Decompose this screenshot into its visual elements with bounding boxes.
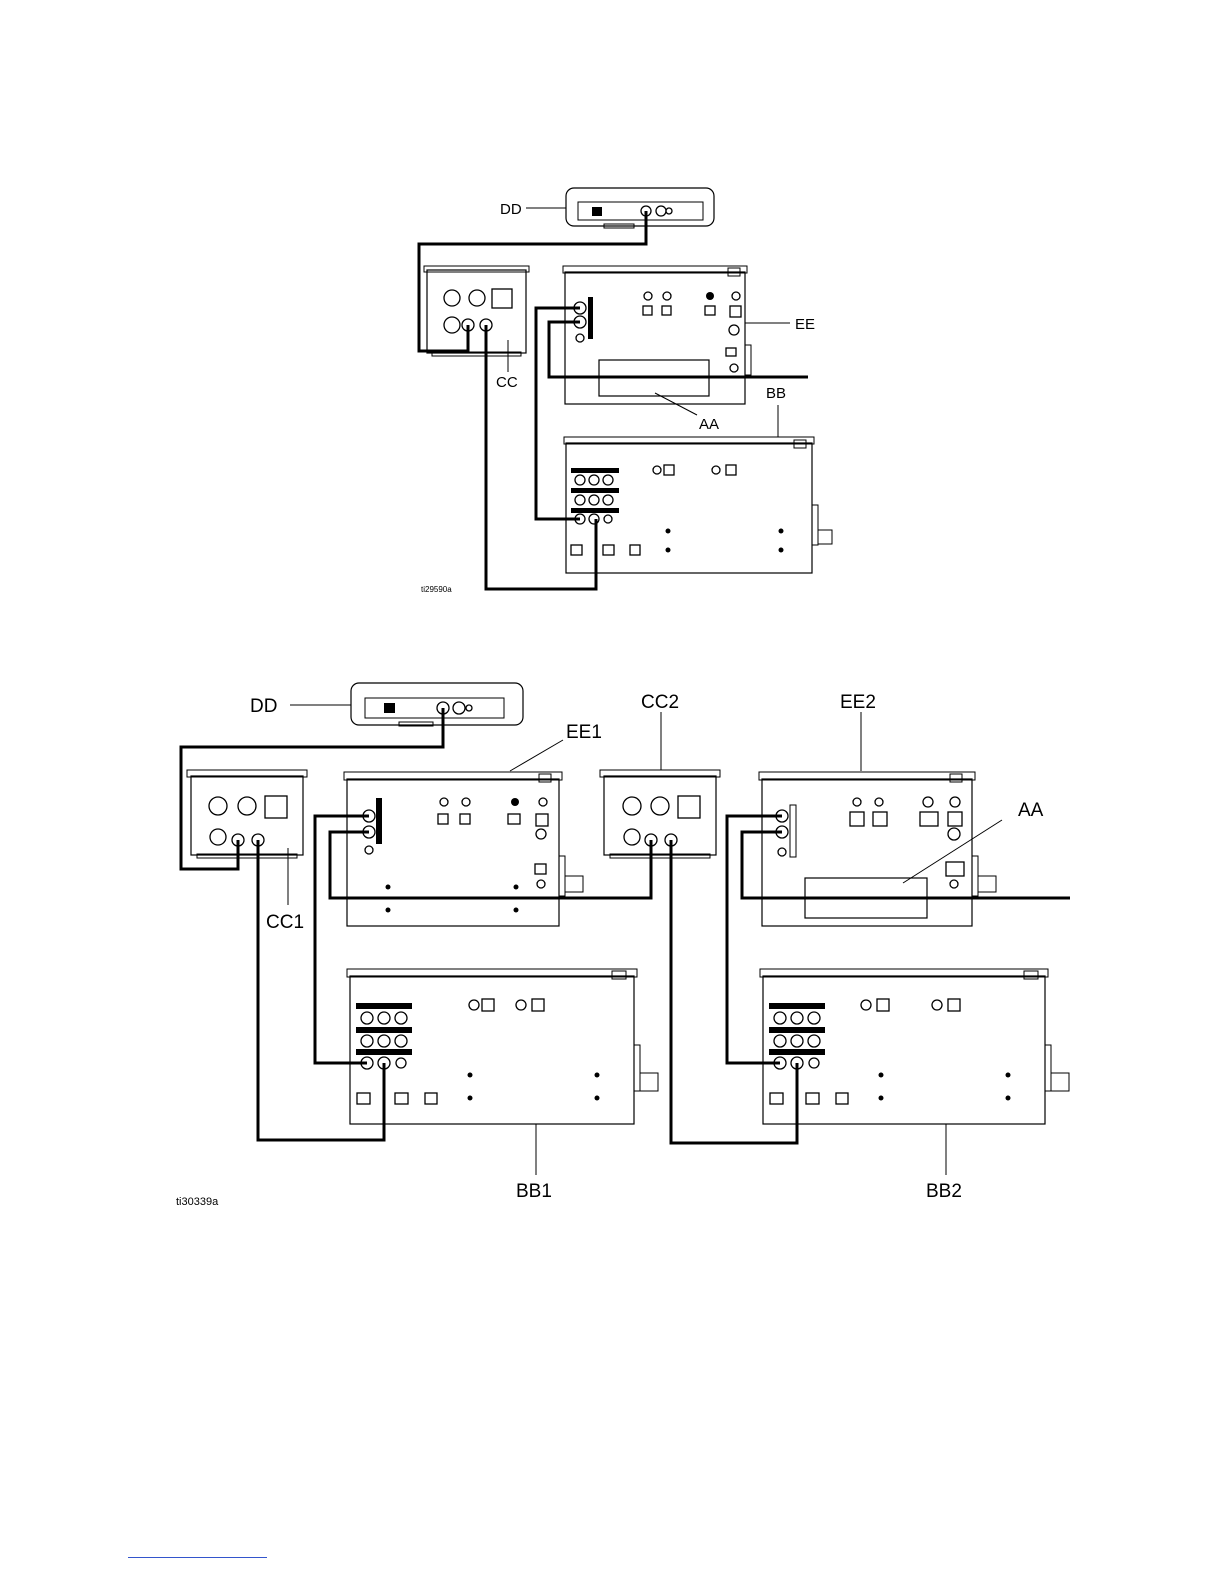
label-bb2: BB2 — [926, 1181, 962, 1202]
footer-rule — [128, 1557, 267, 1558]
unit-bb — [564, 437, 832, 573]
label-bb1: BB1 — [516, 1181, 552, 1202]
control-module-cc2 — [600, 770, 720, 858]
label-dd: DD — [500, 201, 522, 218]
unit-bb1 — [347, 969, 658, 1124]
figure-id-bottom: ti30339a — [176, 1196, 219, 1208]
unit-bb2 — [760, 969, 1069, 1124]
display-unit-dd — [566, 188, 714, 228]
figure-id-top: ti29590a — [421, 585, 452, 594]
label-cc1: CC1 — [266, 912, 304, 933]
label-dd-bottom: DD — [250, 696, 277, 717]
control-module-cc — [424, 266, 529, 356]
unit-ee1 — [344, 772, 583, 926]
label-aa-bottom: AA — [1018, 800, 1044, 821]
figure-top: DD CC — [419, 188, 832, 594]
label-ee1: EE1 — [566, 722, 602, 743]
unit-ee2 — [759, 772, 996, 926]
label-cc2: CC2 — [641, 692, 679, 713]
display-unit-dd-bottom — [351, 683, 523, 726]
label-aa: AA — [699, 416, 719, 433]
unit-ee — [563, 266, 751, 404]
label-ee: EE — [795, 316, 815, 333]
label-cc: CC — [496, 374, 518, 391]
figure-bottom: DD CC1 — [176, 683, 1070, 1208]
control-module-cc1 — [187, 770, 307, 858]
label-bb: BB — [766, 385, 786, 402]
label-ee2: EE2 — [840, 692, 876, 713]
